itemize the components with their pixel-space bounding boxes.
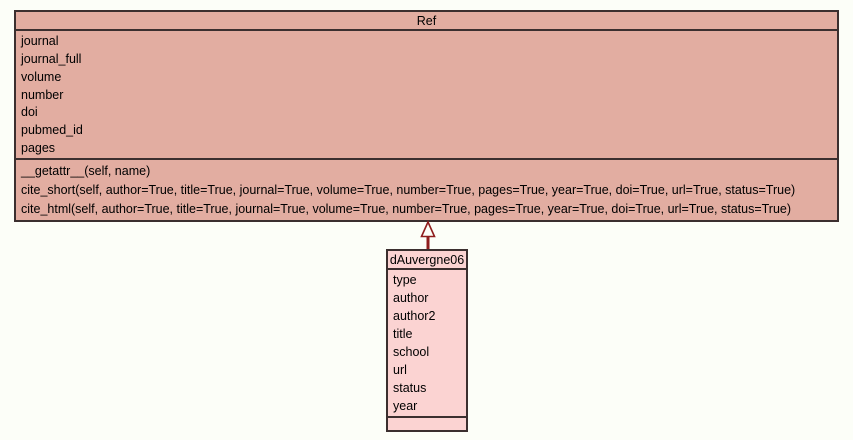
inheritance-arrow	[420, 220, 436, 251]
methods-compartment-dauvergne06	[388, 418, 466, 430]
attributes-compartment-dauvergne06: type author author2 title school url sta…	[388, 270, 466, 418]
class-box-ref[interactable]: Ref journal journal_full volume number d…	[14, 10, 839, 222]
attributes-compartment-ref: journal journal_full volume number doi p…	[16, 31, 837, 160]
attribute-row: volume	[21, 69, 62, 84]
methods-compartment-ref: __getattr__(self, name) cite_short(self,…	[16, 160, 837, 220]
attribute-row: author2	[393, 309, 436, 323]
class-title-dauvergne06: dAuvergne06	[388, 251, 466, 270]
attribute-row: author	[393, 291, 429, 305]
attribute-row: url	[393, 363, 407, 377]
attribute-row: title	[393, 327, 413, 341]
attribute-row: pages	[21, 141, 56, 156]
method-row: cite_html(self, author=True, title=True,…	[21, 202, 792, 217]
attribute-row: journal	[21, 33, 59, 48]
attribute-row: pubmed_id	[21, 123, 83, 138]
class-box-dauvergne06[interactable]: dAuvergne06 type author author2 title sc…	[386, 249, 468, 432]
attribute-row: status	[393, 381, 427, 395]
attribute-row: journal_full	[21, 51, 82, 66]
class-title-ref: Ref	[16, 12, 837, 31]
attribute-row: school	[393, 345, 430, 359]
inheritance-arrow-head	[420, 220, 436, 238]
attribute-row: number	[21, 87, 64, 102]
method-row: __getattr__(self, name)	[21, 163, 151, 178]
method-row: cite_short(self, author=True, title=True…	[21, 182, 796, 197]
attribute-row: doi	[21, 105, 38, 120]
attribute-row: year	[393, 399, 418, 413]
attribute-row: type	[393, 273, 417, 287]
